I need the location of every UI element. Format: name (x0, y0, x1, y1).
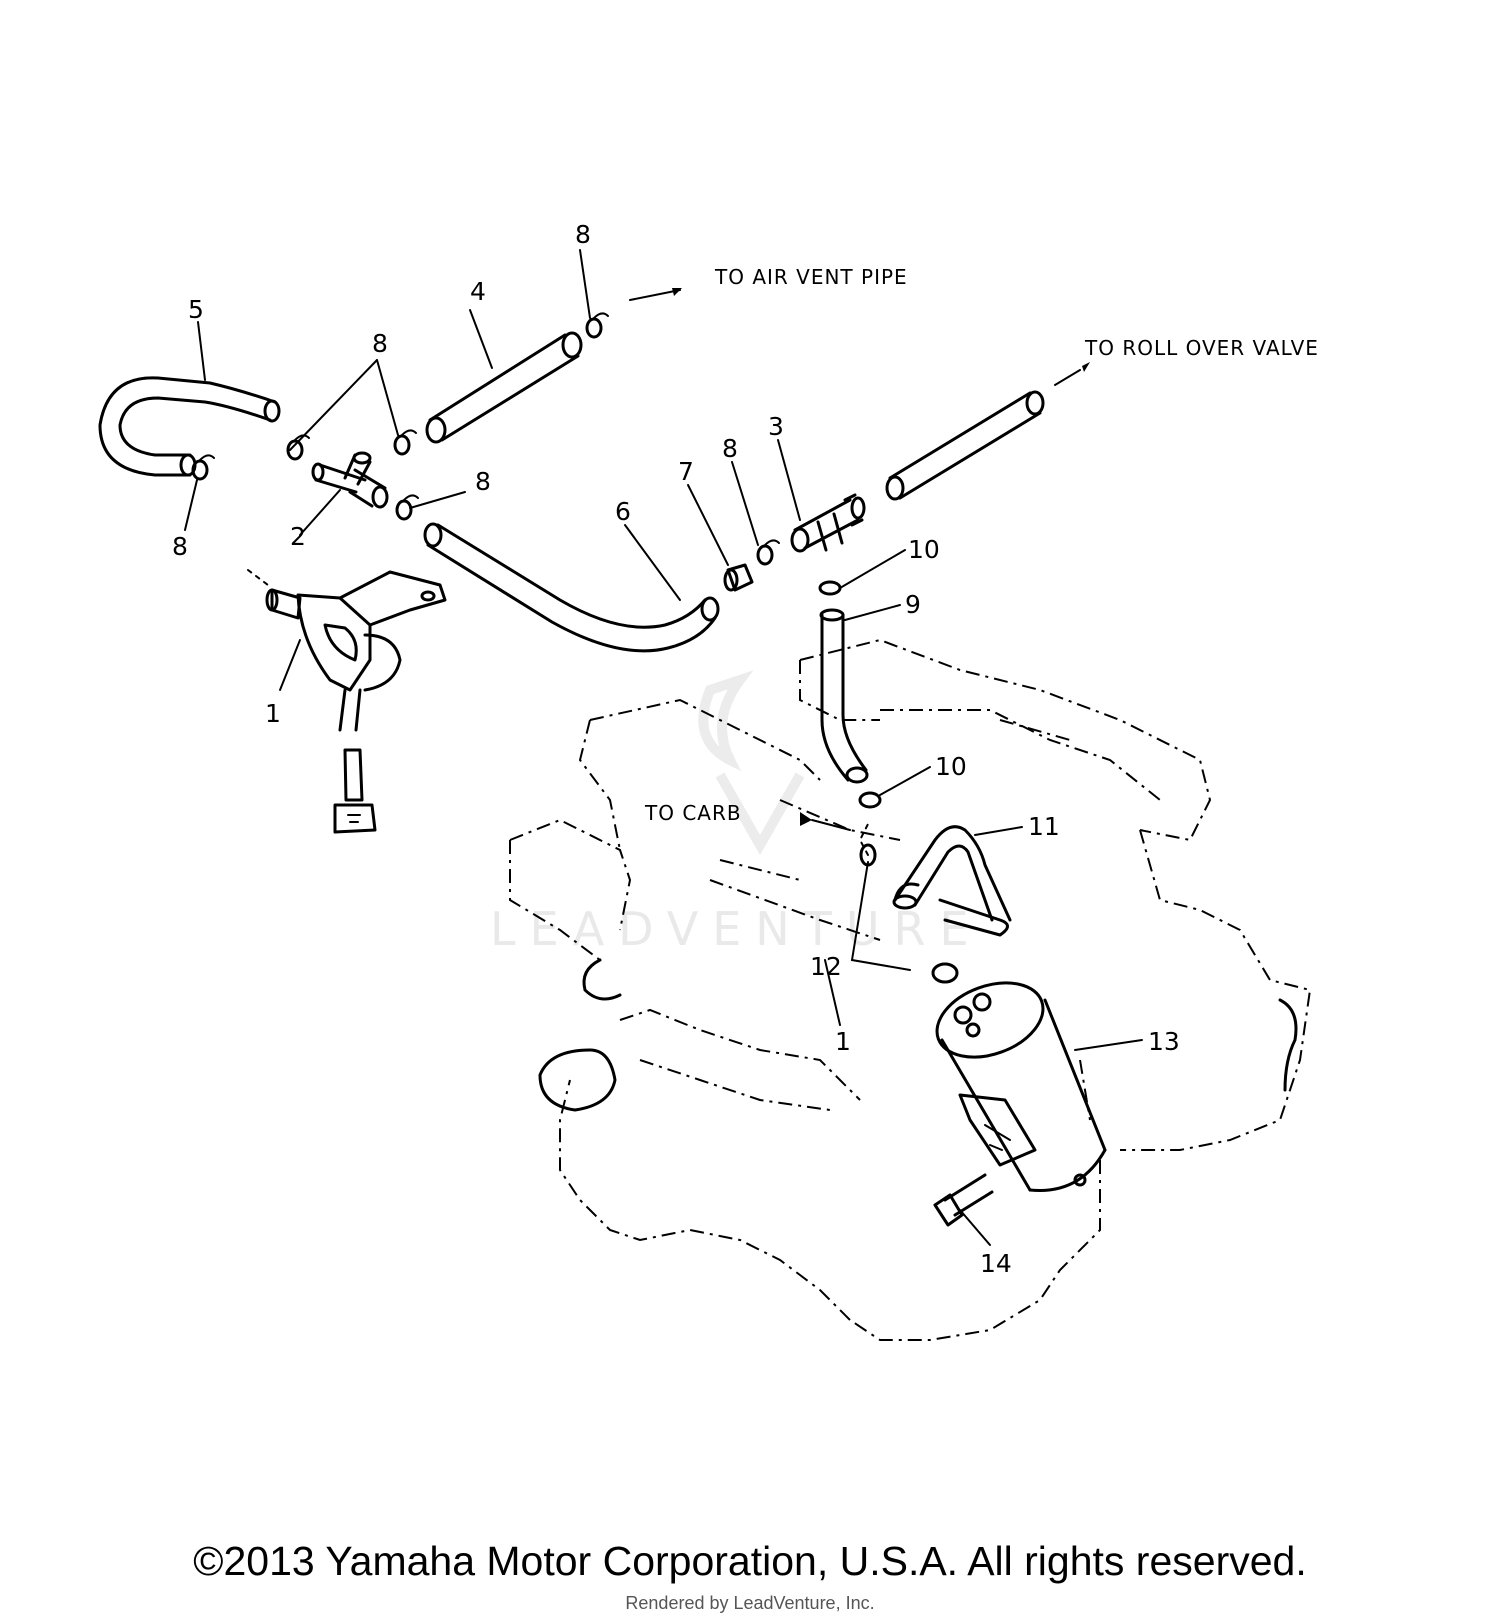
callout-9: 9 (905, 590, 921, 619)
part-1-valve (247, 569, 447, 834)
clip-10-bottom (858, 791, 882, 809)
callout-2: 2 (290, 522, 306, 551)
callout-8: 8 (722, 434, 738, 463)
engine-outline (509, 638, 1312, 1341)
part-7-cap (723, 563, 754, 592)
clip-8-top (585, 312, 609, 339)
part-14-bolt (933, 1173, 994, 1227)
callout-5: 5 (188, 295, 204, 324)
callout-8: 8 (172, 532, 188, 561)
clip-8-mid-left (286, 434, 310, 461)
callout-8: 8 (575, 220, 591, 249)
note-roll-over-valve: TO ROLL OVER VALVE (1084, 336, 1319, 360)
svg-text:LEADVENTURE: LEADVENTURE (490, 902, 983, 956)
callout-1: 1 (835, 1027, 851, 1056)
callout-8: 8 (475, 467, 491, 496)
note-to-carb: TO CARB (644, 801, 742, 825)
callout-11: 11 (1028, 812, 1060, 841)
callout-13: 13 (1148, 1027, 1180, 1056)
rendered-by-footer: Rendered by LeadVenture, Inc. (625, 1593, 875, 1613)
callout-10: 10 (908, 535, 940, 564)
callout-3: 3 (768, 412, 784, 441)
clip-8-tee (395, 494, 419, 521)
watermark: LEADVENTURE (490, 670, 983, 956)
clip-8-mid (393, 429, 417, 456)
callout-1: 1 (265, 699, 281, 728)
callout-8: 8 (372, 329, 388, 358)
clip-8-right (756, 539, 780, 566)
note-air-vent-pipe: TO AIR VENT PIPE (714, 265, 908, 289)
part-9-hose (819, 608, 869, 784)
part-12-clip (850, 819, 959, 984)
part-13-canister (935, 981, 1107, 1192)
clip-10-top (818, 580, 842, 596)
callout-6: 6 (615, 497, 631, 526)
callout-4: 4 (470, 277, 486, 306)
part-5-hose (98, 376, 281, 477)
part-3-fitting (790, 493, 866, 553)
part-11-hose (892, 825, 1012, 937)
callout-numbers: 5 8 8 4 8 8 2 6 7 8 3 10 9 1 10 11 12 1 … (172, 220, 1180, 1278)
roll-over-hose (885, 390, 1045, 501)
part-6-hose (423, 522, 720, 653)
part-2-tee (311, 451, 389, 509)
callout-12: 12 (810, 952, 842, 981)
part-4-hose (425, 331, 583, 444)
callout-14: 14 (980, 1249, 1012, 1278)
leader-lines (184, 249, 1143, 1246)
clip-8-left (191, 454, 215, 481)
callout-7: 7 (678, 457, 694, 486)
copyright-footer: ©2013 Yamaha Motor Corporation, U.S.A. A… (193, 1538, 1307, 1584)
callout-10: 10 (935, 752, 967, 781)
